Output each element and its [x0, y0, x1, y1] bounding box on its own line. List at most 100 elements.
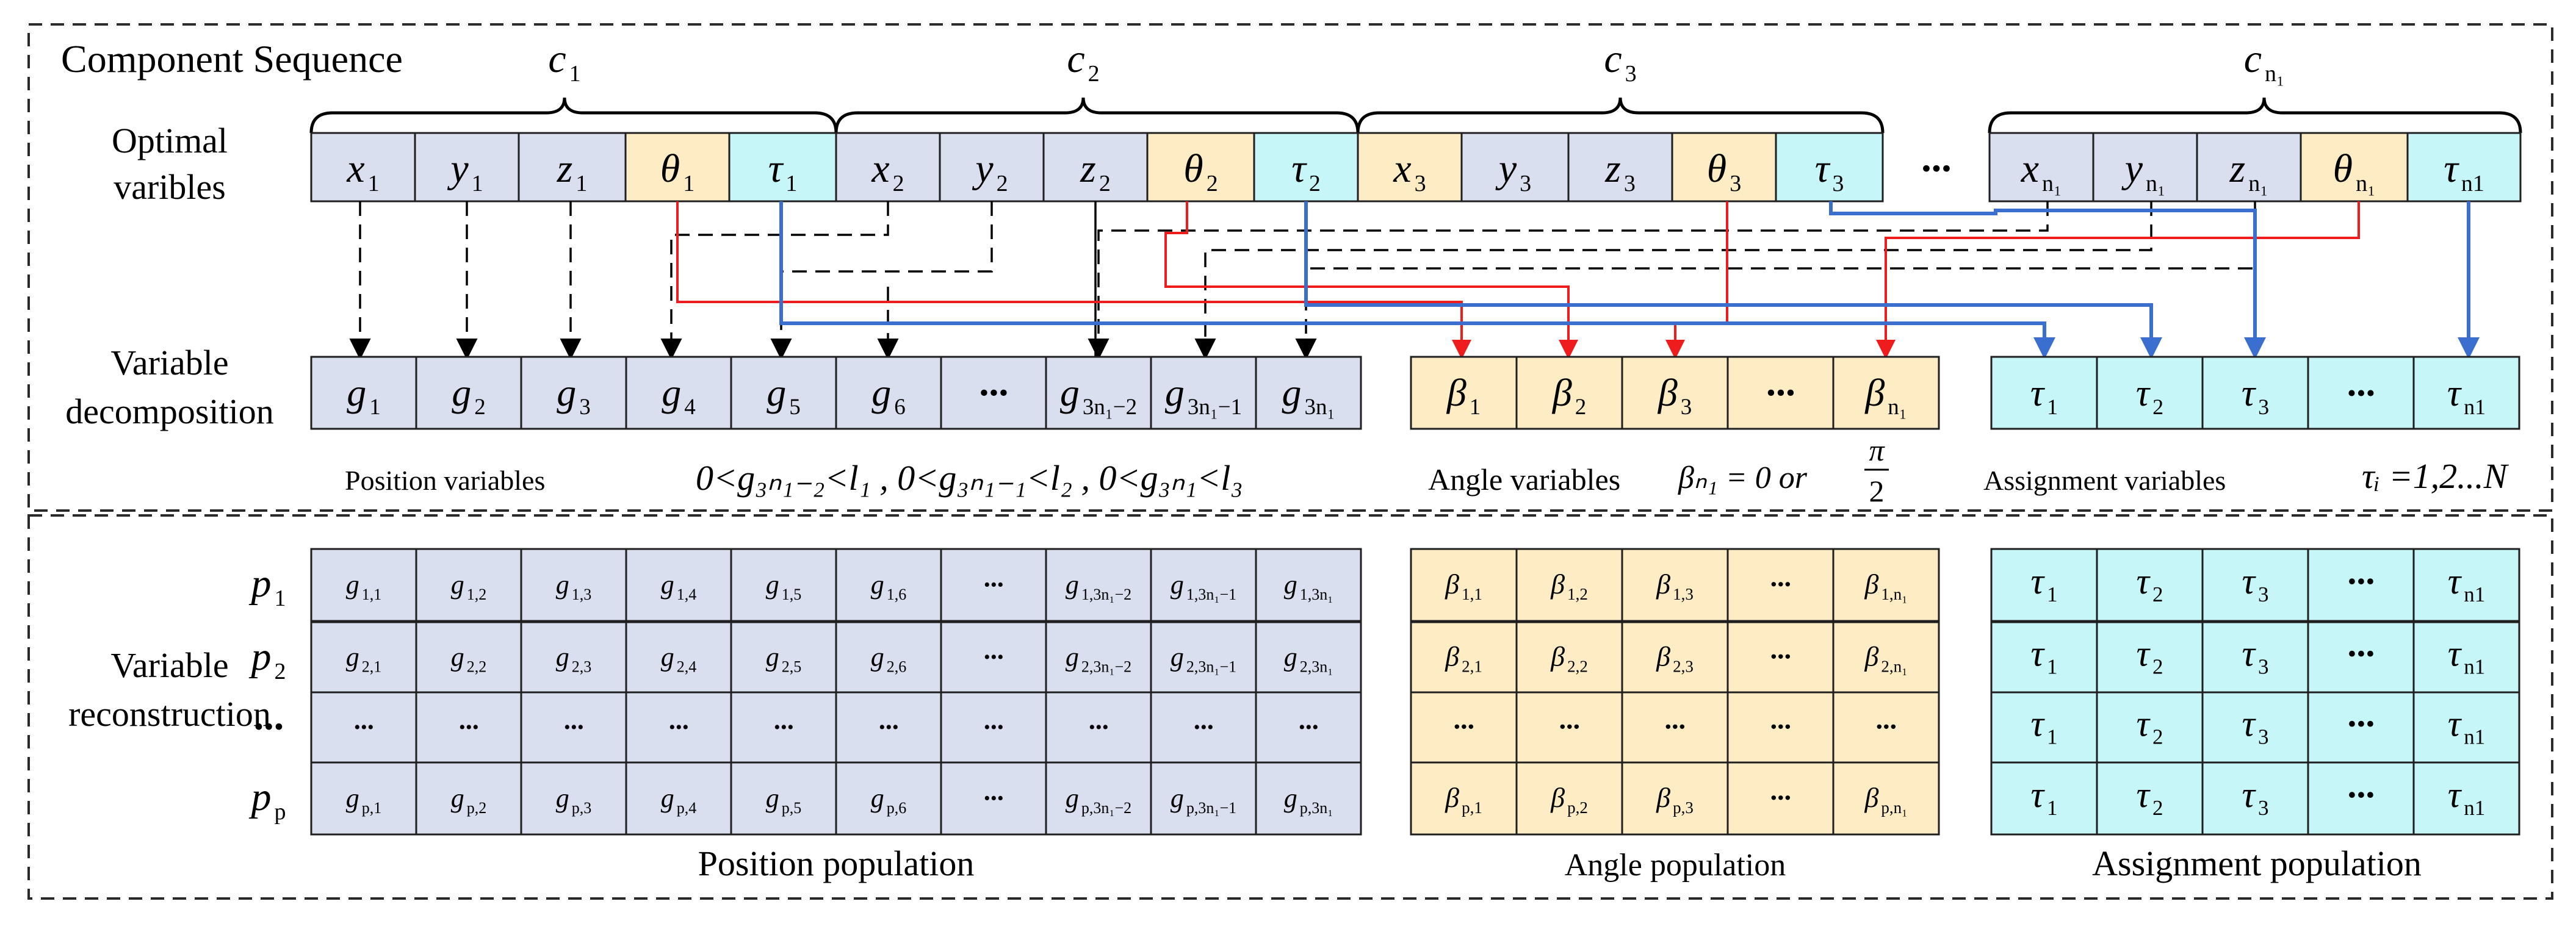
position-decomp-cell-3	[520, 356, 627, 430]
position-constraint: 0<g₃ₙ₁₋₂<l₁ , 0<g₃ₙ₁₋₁<l₂ , 0<g₃ₙ₁<l₃	[696, 458, 1243, 498]
angle-pi: π	[1869, 433, 1885, 467]
angle-pop-value-3-5: ···	[1875, 711, 1897, 742]
angle-pop-value-3-2: ···	[1559, 711, 1580, 742]
component-braces	[309, 97, 2522, 134]
optimal-cell-15	[1775, 132, 1884, 203]
angle-pop-cell-2-5	[1832, 621, 1940, 694]
optimal-cell-1	[310, 132, 416, 203]
position-pop-value-3-1: ···	[354, 712, 374, 742]
position-pop-cell-4-3	[520, 761, 627, 836]
connector-theta3-beta3	[1665, 201, 1728, 359]
connector-thetan-betan	[1876, 201, 2360, 359]
angle-pop-cell-2-3	[1621, 621, 1729, 694]
assignment-pop-cell-4-4	[2307, 761, 2415, 836]
angle-two: 2	[1869, 474, 1885, 508]
angle-pop-cell-1-4	[1726, 548, 1835, 622]
angle-pop-cell-3-1	[1410, 691, 1518, 764]
assignment-decomp-cell-3	[2201, 356, 2309, 430]
optimal-cell-4	[624, 132, 731, 203]
optimal-cell-14	[1671, 132, 1777, 203]
assignment-pop-cell-1-3	[2201, 548, 2309, 622]
assignment-pop-cell-4-2	[2096, 761, 2204, 836]
angle-decomp-cell-2	[1515, 356, 1623, 430]
assignment-pop-cell-1-1	[1990, 548, 2098, 622]
position-pop-cell-1-8	[1045, 548, 1152, 622]
optimal-cell-7	[939, 132, 1045, 203]
angle-variables-label: Angle variables	[1428, 462, 1620, 497]
position-pop-value-3-6: ···	[879, 712, 899, 742]
angle-decomp-cell-4	[1726, 356, 1835, 430]
position-decomp-cell-2	[415, 356, 522, 430]
assignment-pop-value-2-4: ···	[2347, 633, 2375, 673]
angle-pop-value-4-4: ···	[1770, 782, 1791, 813]
optimal-cell-6	[835, 132, 941, 203]
component-sequence-title: Component Sequence	[61, 37, 403, 81]
connector-theta1-beta1	[676, 201, 1471, 359]
connector-theta2-beta2	[1164, 201, 1578, 359]
assignment-decomp-cell-4	[2307, 356, 2415, 430]
position-decomp-symbol-7: ···	[979, 371, 1008, 414]
position-pop-value-3-8: ···	[1089, 712, 1109, 742]
connector-tau3-tau3	[1829, 201, 2266, 359]
angle-pop-cell-4-1	[1410, 761, 1518, 836]
position-pop-cell-3-6	[835, 691, 942, 764]
position-pop-cell-1-2	[415, 548, 522, 622]
optimal-cell-12	[1460, 132, 1570, 203]
position-pop-cell-1-1	[310, 548, 417, 622]
optimal-cell-10	[1253, 132, 1359, 203]
position-population-title: Position population	[698, 844, 975, 883]
position-pop-cell-1-5	[730, 548, 837, 622]
position-pop-cell-3-4	[625, 691, 732, 764]
position-decomp-cell-9	[1150, 356, 1257, 430]
angle-pop-cell-4-5	[1832, 761, 1940, 836]
connector-zn-g3n	[1295, 201, 2256, 360]
angle-pop-cell-3-5	[1832, 691, 1940, 764]
position-pop-value-1-7: ···	[984, 570, 1004, 600]
connector-xn-g3n2	[1088, 201, 2049, 360]
assignment-variables-label: Assignment variables	[1983, 465, 2226, 496]
position-pop-cell-4-9	[1150, 761, 1257, 836]
assignment-pop-value-4-4: ···	[2347, 775, 2375, 815]
